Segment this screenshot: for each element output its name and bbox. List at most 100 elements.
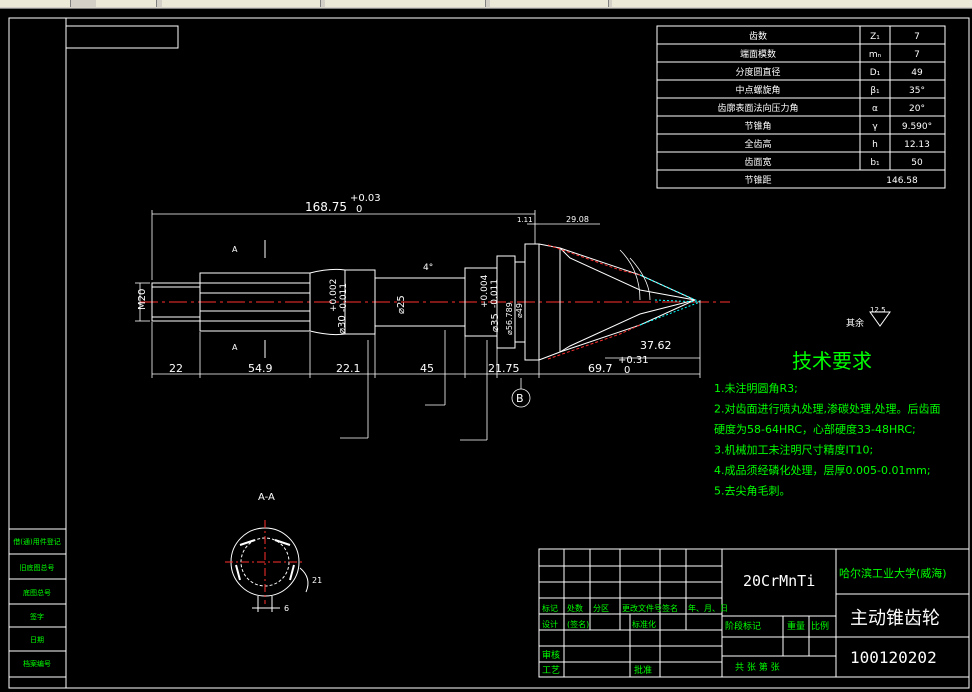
- gear-param-name: 齿廓表面法向压力角: [717, 102, 798, 114]
- toolbar-tab[interactable]: [0, 0, 71, 7]
- sheets-label: 共 张 第 张: [735, 661, 780, 673]
- dim-bearing-diameter: ⌀35: [490, 313, 501, 332]
- gear-param-name: 齿面宽: [744, 156, 771, 168]
- gear-param-value: 50: [911, 158, 923, 168]
- gear-param-name: 齿数: [749, 30, 767, 42]
- section-a-a-view: [225, 520, 309, 612]
- section-mark-bottom: A: [232, 343, 238, 352]
- dim-spline-diameter: ⌀30: [337, 315, 348, 334]
- dim-len-22-1: 22.1: [336, 362, 361, 375]
- tech-requirements-list: 1.未注明圆角R3; 2.对齿面进行喷丸处理,渗碳处理,处理。后齿面硬度为58-6…: [714, 381, 941, 498]
- dim-angle: 4°: [423, 263, 433, 273]
- gear-param-value: 20°: [909, 104, 925, 114]
- tech-requirement-line: 3.机械加工未注明尺寸精度IT10;: [714, 443, 873, 457]
- weight-label: 重量: [787, 620, 805, 632]
- title-block-design-cell: (签名): [567, 619, 589, 629]
- section-dim-21: 21: [312, 576, 322, 585]
- tech-requirement-line: 硬度为58-64HRC，心部硬度33-48HRC;: [714, 422, 916, 436]
- review-label: 审核: [542, 649, 560, 661]
- material-label: 20CrMnTi: [743, 572, 815, 590]
- part-name: 主动锥齿轮: [850, 608, 940, 629]
- gear-param-name: 全齿高: [744, 138, 771, 150]
- dim-len-69-7-tol-lower: 0: [624, 365, 630, 376]
- gear-param-name: 节锥距: [744, 174, 771, 186]
- dim-len-21-75: 21.75: [488, 362, 520, 375]
- section-title: A-A: [258, 492, 275, 503]
- shaft-gear-profile: [140, 240, 730, 361]
- title-block-header-cell: 处数: [567, 603, 583, 613]
- left-strip-label: 旧底图总号: [20, 563, 55, 572]
- dim-spline-tol-upper: +0.002: [329, 279, 339, 312]
- tech-requirement-line: 5.去尖角毛刺。: [714, 485, 791, 498]
- title-block: [538, 548, 970, 678]
- left-strip-label: 签字: [30, 612, 44, 621]
- title-block-design-row: 设计 (签名) 标准化: [542, 619, 656, 629]
- gear-param-symbol: b₁: [870, 158, 880, 168]
- gear-param-symbol: mₙ: [869, 50, 882, 60]
- roughness-symbol: [869, 311, 891, 327]
- dim-len-22: 22: [169, 362, 183, 375]
- dimension-lines: [135, 210, 701, 441]
- stage-label: 阶段标记: [725, 620, 761, 632]
- gear-param-symbol: D₁: [870, 68, 881, 78]
- dim-len-69-7-tol-upper: +0.31: [618, 355, 649, 366]
- title-block-header-row: 标记处数分区更改文件号签名年、月、日: [542, 603, 728, 613]
- gear-param-symbol: β₁: [870, 86, 880, 96]
- gear-param-symbol: h: [872, 140, 878, 150]
- dim-shoulder-diameter: ⌀56.789: [505, 302, 514, 335]
- title-block-header-cell: 标记: [542, 603, 558, 613]
- dim-len-29-08: 29.08: [566, 215, 589, 224]
- left-registration-strip: [8, 528, 67, 678]
- title-block-header-cell: 分区: [593, 604, 609, 613]
- reverse-title-box: [65, 25, 179, 49]
- dim-overall-tol-lower: 0: [356, 204, 362, 215]
- left-strip-label: 日期: [30, 636, 44, 644]
- gear-param-value: 7: [914, 32, 920, 42]
- toolbar-tab[interactable]: [162, 0, 321, 7]
- gear-param-symbol: α: [872, 104, 878, 114]
- tech-requirement-line: 2.对齿面进行喷丸处理,渗碳处理,处理。后齿面: [714, 402, 941, 416]
- approve-label: 批准: [634, 664, 652, 676]
- gear-param-value: 7: [914, 50, 920, 60]
- gear-param-name: 分度圆直径: [735, 66, 780, 78]
- toolbar-tab[interactable]: [612, 0, 972, 7]
- dim-len-1-11: 1.11: [517, 216, 533, 224]
- title-block-design-cell: 设计: [542, 619, 558, 629]
- gear-param-value: 12.13: [904, 140, 930, 150]
- dim-len-45: 45: [420, 362, 434, 375]
- school-name: 哈尔滨工业大学(威海): [839, 566, 947, 580]
- datum-label: B: [516, 392, 524, 405]
- gear-param-value: 9.590°: [902, 122, 932, 132]
- roughness-label: 其余: [846, 317, 864, 329]
- dim-neck-diameter: ⌀25: [396, 295, 407, 314]
- dim-bearing-tol-upper: +0.004: [480, 274, 490, 308]
- title-block-design-cell: 标准化: [632, 619, 656, 629]
- section-mark-top: A: [232, 245, 238, 254]
- title-block-header-cell: 签名: [662, 603, 678, 613]
- left-strip-label: 档案编号: [23, 659, 51, 668]
- dim-thread: M20: [137, 289, 148, 310]
- drawing-border: [65, 17, 970, 689]
- gear-param-value: 49: [911, 68, 923, 78]
- left-strip-label: 底图总号: [23, 588, 51, 597]
- tech-title: 技术要求: [792, 349, 872, 373]
- gear-param-name: 节锥角: [744, 120, 771, 132]
- toolbar-tab[interactable]: [490, 0, 609, 7]
- gear-param-name: 端面模数: [740, 48, 776, 60]
- dim-spline-tol-lower: -0.011: [339, 283, 349, 312]
- title-block-header-cell: 更改文件号: [622, 603, 662, 613]
- scale-label: 比例: [811, 620, 829, 632]
- gear-param-symbol: γ: [872, 122, 878, 132]
- dim-len-37-62: 37.62: [640, 339, 672, 352]
- dim-bearing-tol-lower: -0.011: [490, 279, 500, 308]
- tech-requirement-line: 4.成品须经磷化处理，层厚0.005-0.01mm;: [714, 463, 931, 477]
- gear-param-value: 35°: [909, 86, 925, 96]
- section-dim-6: 6: [284, 604, 289, 613]
- toolbar-tab[interactable]: [325, 0, 486, 7]
- tech-requirement-line: 1.未注明圆角R3;: [714, 381, 798, 395]
- toolbar-tab[interactable]: [96, 0, 157, 7]
- window-title-strip: [0, 0, 972, 9]
- gear-param-name: 中点螺旋角: [735, 84, 780, 96]
